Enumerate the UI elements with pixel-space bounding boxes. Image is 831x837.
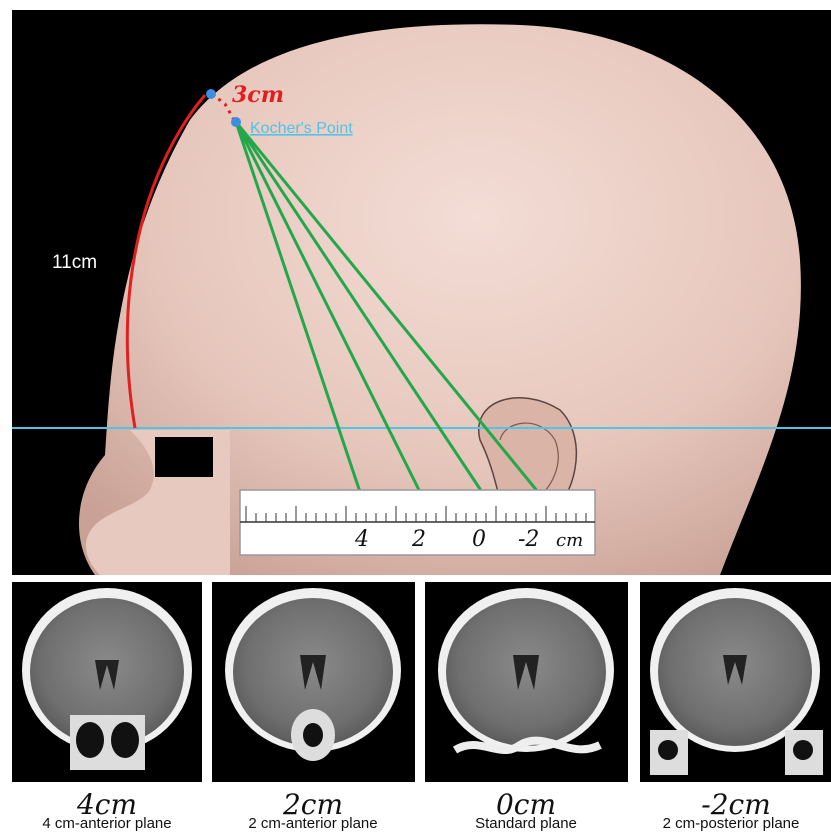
panel-plane-2cm: 2 cm-anterior plane <box>208 815 418 832</box>
ruler-unit: cm <box>556 530 583 551</box>
panel-plane-4cm: 4 cm-anterior plane <box>2 815 212 832</box>
ct-panel-0cm <box>425 582 628 782</box>
ct-panel-2cm <box>212 582 415 782</box>
panel-plane-neg2cm: 2 cm-posterior plane <box>626 815 831 832</box>
ruler-tick-neg2: -2 <box>518 527 539 552</box>
arc-length-label: 11cm <box>52 252 97 273</box>
redaction-box <box>155 437 213 477</box>
kochers-point-marker <box>231 117 241 127</box>
ruler-tick-4: 4 <box>354 527 369 552</box>
ruler-tick-2: 2 <box>411 527 426 552</box>
ruler-tick-0: 0 <box>472 527 486 552</box>
ruler: 4 2 0 -2 cm <box>240 490 595 555</box>
ct-panel-neg2cm <box>640 582 831 782</box>
nasion-arc-point <box>206 89 216 99</box>
ct-panel-4cm <box>12 582 202 782</box>
kochers-point-label: Kocher's Point <box>250 120 353 137</box>
panel-plane-0cm: Standard plane <box>421 815 631 832</box>
offset-label: 3cm <box>232 82 284 108</box>
